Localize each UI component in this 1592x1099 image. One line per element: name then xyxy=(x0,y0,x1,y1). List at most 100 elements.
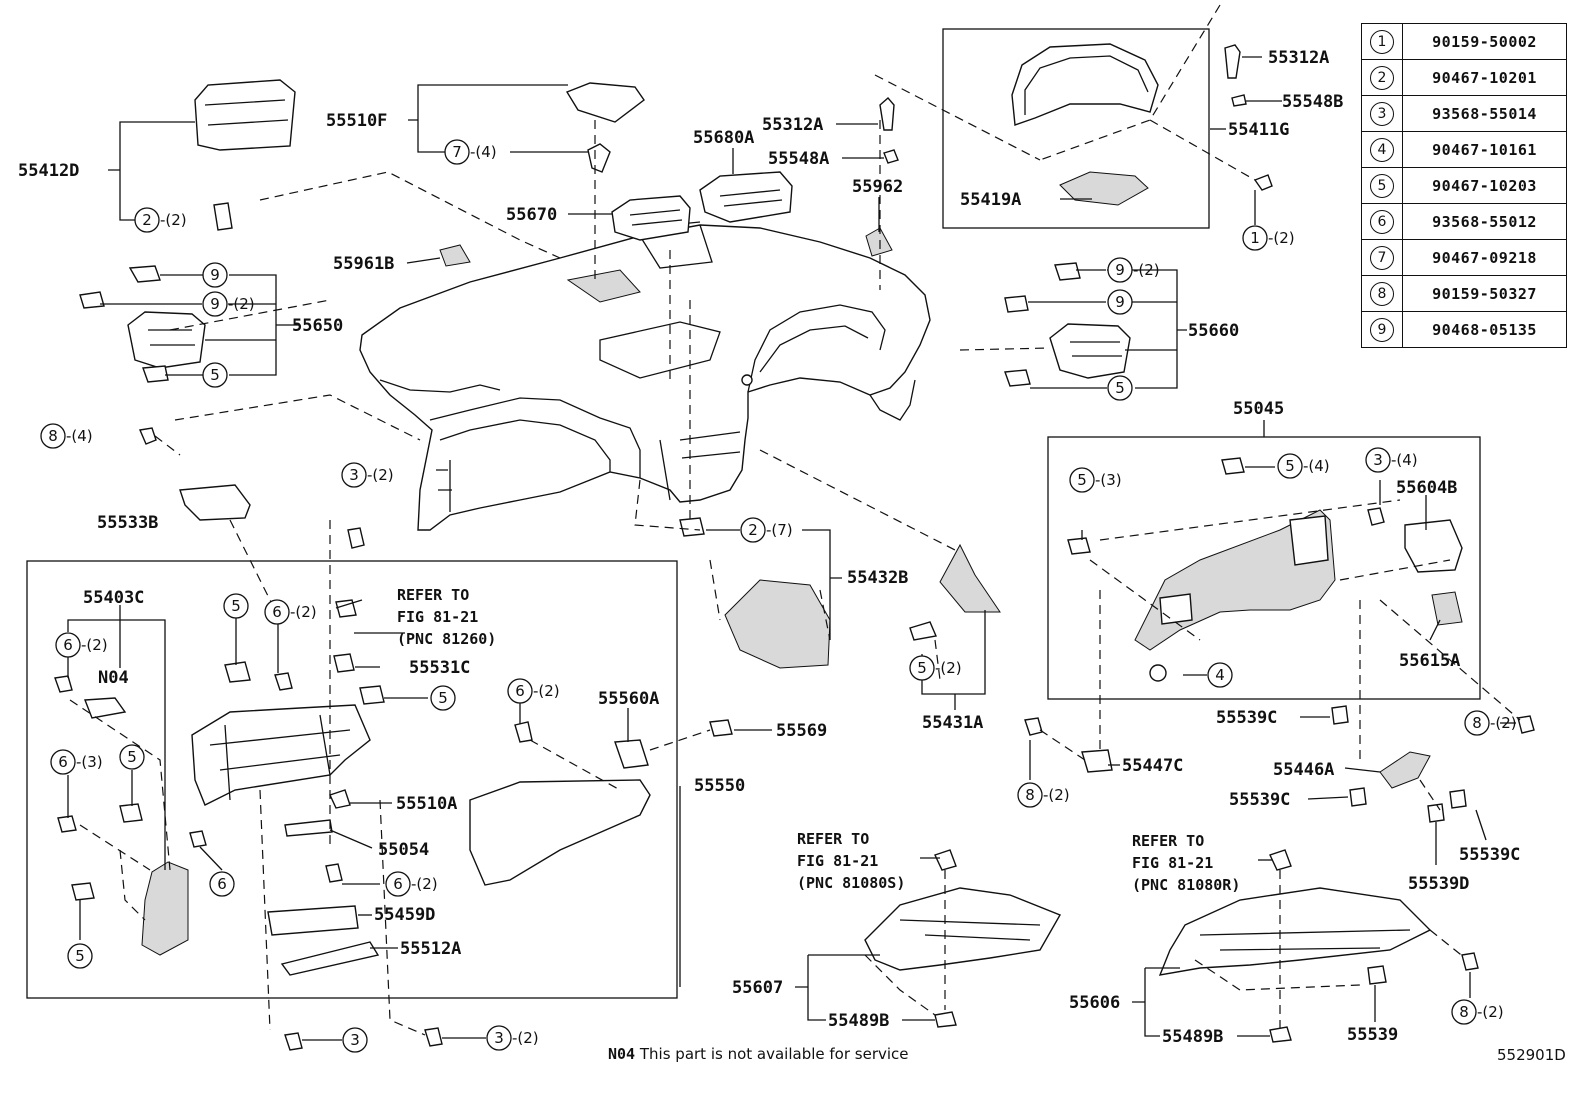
callout-9: 9 xyxy=(202,262,228,288)
callout-number: 5 xyxy=(917,659,927,677)
callout-circle xyxy=(444,139,470,165)
label-55489B-2: 55489B xyxy=(1162,1027,1223,1047)
label-55489B-1: 55489B xyxy=(828,1011,889,1031)
callout-circle xyxy=(341,462,367,488)
callout-circle xyxy=(385,871,411,897)
callout-9: 9 -(2) xyxy=(202,291,255,317)
callout-quantity: -(2) xyxy=(81,636,108,654)
callout-number: 3 xyxy=(350,1031,360,1049)
label-55615A: 55615A xyxy=(1399,651,1460,671)
callout-9: 9 xyxy=(1107,289,1133,315)
label-55446A: 55446A xyxy=(1273,760,1334,780)
label-55432B: 55432B xyxy=(847,568,908,588)
callout-5: 5 xyxy=(202,362,228,388)
callout-circle xyxy=(342,1027,368,1053)
callout-number: 4 xyxy=(1215,666,1225,684)
callout-circle xyxy=(223,593,249,619)
callout-quantity: -(2) xyxy=(411,875,438,893)
callout-quantity: -(2) xyxy=(228,295,255,313)
callout-number: 6 xyxy=(393,875,403,893)
label-55680A: 55680A xyxy=(693,128,754,148)
callout-number: 3 xyxy=(1373,451,1383,469)
callout-number: 5 xyxy=(210,366,220,384)
ref-2-line2: FIG 81-21 xyxy=(797,852,878,870)
callout-3: 3 xyxy=(342,1027,368,1053)
label-55510F: 55510F xyxy=(326,111,387,131)
ref-1-line3: (PNC 81260) xyxy=(397,630,496,648)
legend-ref-circle: 4 xyxy=(1370,137,1394,162)
callout-quantity: -(2) xyxy=(1268,229,1295,247)
callout-number: 5 xyxy=(1115,379,1125,397)
label-55419A: 55419A xyxy=(960,190,1021,210)
legend-ref-cell: 6 xyxy=(1361,203,1403,240)
callout-5: 5-(2) xyxy=(909,655,962,681)
legend-part-number: 90467-10203 xyxy=(1402,167,1567,204)
callout-number: 8 xyxy=(1025,786,1035,804)
callout-quantity: -(2) xyxy=(533,682,560,700)
label-55312A: 55312A xyxy=(762,115,823,135)
callout-number: 9 xyxy=(210,295,220,313)
callout-circle xyxy=(507,678,533,704)
callout-6: 6 -(2) xyxy=(264,599,317,625)
callout-circle xyxy=(909,655,935,681)
label-55531C: 55531C xyxy=(409,658,470,678)
callout-circle xyxy=(486,1025,512,1051)
callout-6: 6-(3) xyxy=(50,749,103,775)
callout-6: 6 -(2) xyxy=(507,678,560,704)
callout-number: 5 xyxy=(1285,457,1295,475)
part-sketches xyxy=(54,43,1535,1051)
footnote: N04 This part is not available for servi… xyxy=(608,1045,909,1063)
callout-circle xyxy=(202,262,228,288)
legend-ref-cell: 9 xyxy=(1361,311,1403,348)
legend-ref-cell: 3 xyxy=(1361,95,1403,132)
callout-quantity: -(2) xyxy=(290,603,317,621)
label-55539C-2: 55539C xyxy=(1229,790,1290,810)
callout-circle xyxy=(134,207,160,233)
callout-circle xyxy=(202,291,228,317)
callout-8: 8-(2) xyxy=(1464,710,1517,736)
callout-number: 6 xyxy=(515,682,525,700)
legend-part-number: 90159-50002 xyxy=(1402,23,1567,60)
footnote-text: This part is not available for service xyxy=(639,1045,909,1063)
assembly-lines xyxy=(69,4,1521,1036)
label-55560A: 55560A xyxy=(598,689,659,709)
callout-circle xyxy=(1365,447,1391,473)
callout-6: 6 xyxy=(209,871,235,897)
callout-number: 5 xyxy=(1077,471,1087,489)
callout-number: 8 xyxy=(1459,1003,1469,1021)
callout-9: 9-(2) xyxy=(1107,257,1160,283)
callout-number: 8 xyxy=(1472,714,1482,732)
legend-ref-cell: 8 xyxy=(1361,275,1403,312)
callout-circle xyxy=(1107,289,1133,315)
callout-circle xyxy=(202,362,228,388)
label-55607: 55607 xyxy=(732,978,783,998)
callout-quantity: -(4) xyxy=(1303,457,1330,475)
callout-circle xyxy=(1069,467,1095,493)
label-55533B: 55533B xyxy=(97,513,158,533)
callout-2: 2-(7) xyxy=(740,517,793,543)
label-55411G: 55411G xyxy=(1228,120,1289,140)
label-55539C-3: 55539C xyxy=(1459,845,1520,865)
label-55447C: 55447C xyxy=(1122,756,1183,776)
callout-quantity: -(3) xyxy=(76,753,103,771)
label-55539C-1: 55539C xyxy=(1216,708,1277,728)
label-55550: 55550 xyxy=(694,776,745,796)
label-55548A: 55548A xyxy=(768,149,829,169)
label-55054: 55054 xyxy=(378,840,429,860)
callout-8: 8-(2) xyxy=(1017,782,1070,808)
legend-part-number: 90467-09218 xyxy=(1402,239,1567,276)
callout-number: 6 xyxy=(272,603,282,621)
label-55412D: 55412D xyxy=(18,161,79,181)
label-55569: 55569 xyxy=(776,721,827,741)
legend-ref-circle: 9 xyxy=(1370,317,1394,342)
callout-quantity: -(2) xyxy=(160,211,187,229)
callout-circle xyxy=(430,685,456,711)
callout-circle xyxy=(1242,225,1268,251)
ref-3-line1: REFER TO xyxy=(1132,832,1204,850)
callout-8: 8-(4) xyxy=(40,423,93,449)
label-55459D: 55459D xyxy=(374,905,435,925)
callout-7: 7-(4) xyxy=(444,139,497,165)
